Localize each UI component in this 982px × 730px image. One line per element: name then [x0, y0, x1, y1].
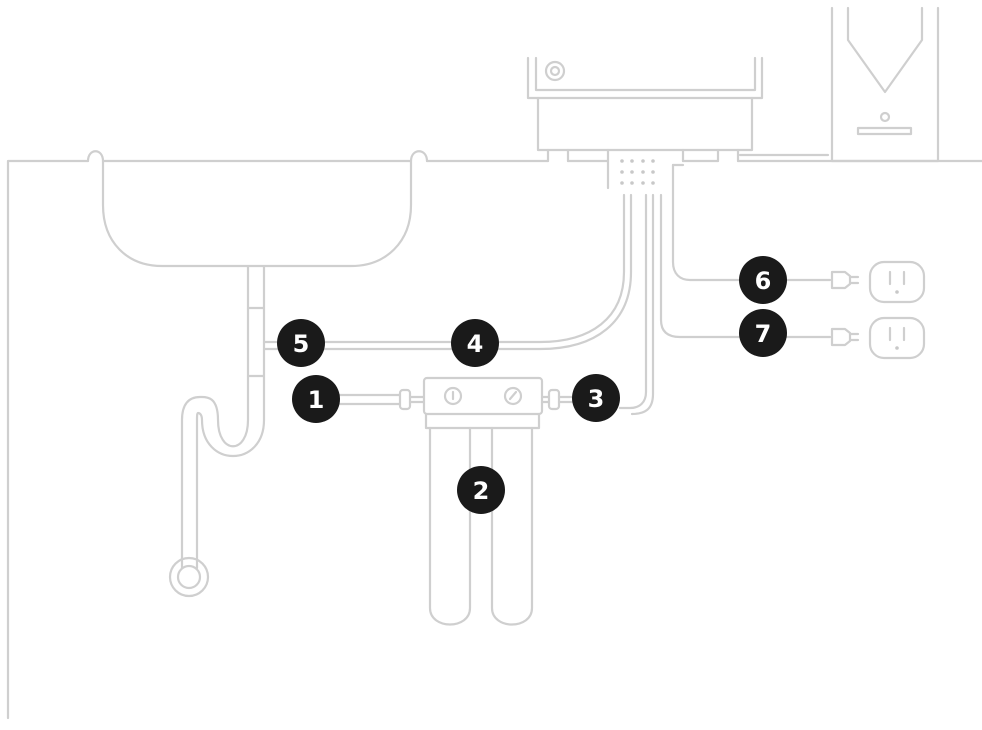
callout-6-label: 6 — [755, 267, 772, 295]
dispenser-unit-icon — [526, 56, 764, 190]
tube-to-filter-outlet — [618, 193, 655, 416]
callout-6: 6 — [739, 256, 787, 304]
filter-housing-icon — [422, 376, 577, 626]
connection-port-grid — [620, 159, 655, 185]
wall-outlet-icon — [868, 260, 926, 360]
callout-4: 4 — [451, 319, 499, 367]
callout-4-label: 4 — [467, 330, 484, 358]
callout-1-label: 1 — [308, 386, 325, 414]
callout-1: 1 — [292, 375, 340, 423]
power-cords — [659, 163, 832, 339]
callout-7-label: 7 — [755, 320, 772, 348]
callout-3-label: 3 — [588, 385, 605, 413]
callout-7: 7 — [739, 309, 787, 357]
callout-3: 3 — [572, 374, 620, 422]
tube-to-drain — [262, 193, 633, 351]
callout-2: 2 — [457, 466, 505, 514]
callout-2-label: 2 — [473, 477, 490, 505]
countertop — [6, 153, 982, 720]
power-plug-icon — [830, 270, 860, 347]
p-trap-icon — [168, 265, 266, 598]
callout-5: 5 — [277, 319, 325, 367]
sink-basin-icon — [86, 150, 429, 268]
callout-5-label: 5 — [293, 330, 310, 358]
faucet-tower-icon — [830, 6, 940, 163]
